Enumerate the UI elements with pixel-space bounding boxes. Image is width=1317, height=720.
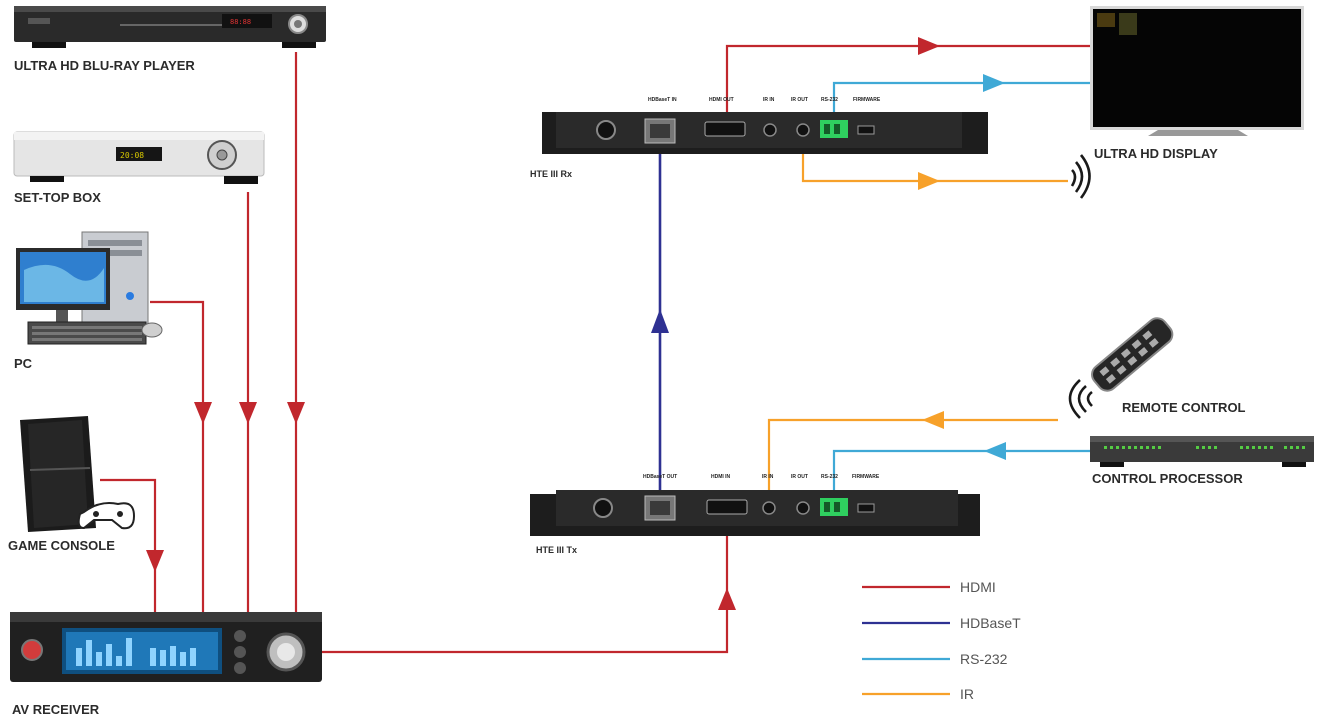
legend-label-ir: IR — [960, 686, 974, 702]
legend: HDMI HDBaseT RS-232 IR — [862, 579, 1021, 702]
bluray-player: 88:88 — [14, 6, 326, 48]
rx-port-hdbaset: HDBaseT IN — [648, 97, 677, 103]
label-processor: CONTROL PROCESSOR — [1092, 471, 1243, 486]
tx-port-labels: HDBaseT OUT HDMI IN IR IN IR OUT RS-232 … — [643, 474, 880, 480]
svg-text:88:88: 88:88 — [230, 18, 251, 26]
tx-port-hdmi: HDMI IN — [711, 474, 731, 480]
ir-line-tx-in — [767, 418, 1058, 510]
arrow-display-rs232 — [983, 74, 1005, 92]
rx-port-ir-in: IR IN — [763, 97, 775, 103]
arrow-console — [146, 550, 164, 572]
connections — [100, 44, 1090, 654]
arrow-pc — [194, 402, 212, 424]
arrowheads — [146, 37, 1006, 610]
legend-label-hdmi: HDMI — [960, 579, 996, 595]
label-tx: HTE III Tx — [536, 545, 577, 555]
label-pc: PC — [14, 356, 33, 371]
label-bluray: ULTRA HD BLU-RAY PLAYER — [14, 58, 195, 73]
arrow-ir-out — [918, 172, 940, 190]
control-processor — [1090, 436, 1314, 467]
set-top-box: 20:08 — [13, 131, 265, 184]
tx-port-ir-out: IR OUT — [791, 474, 808, 480]
game-console — [20, 416, 136, 532]
pc — [16, 231, 163, 345]
arrow-ir-in — [922, 411, 944, 429]
tx-port-firmware: FIRMWARE — [852, 474, 880, 480]
hte-rx — [542, 112, 988, 154]
rx-port-labels: HDBaseT IN HDMI OUT IR IN IR OUT RS-232 … — [648, 97, 881, 103]
legend-label-rs232: RS-232 — [960, 651, 1008, 667]
av-receiver — [10, 612, 322, 682]
hdmi-line-rx-display — [725, 44, 1090, 127]
tx-port-ir-in: IR IN — [762, 474, 774, 480]
arrow-display-hdmi — [918, 37, 940, 55]
label-display: ULTRA HD DISPLAY — [1094, 146, 1218, 161]
arrow-tx-rs232 — [984, 442, 1006, 460]
label-receiver: AV RECEIVER — [12, 702, 100, 717]
tx-port-hdbaset: HDBaseT OUT — [643, 474, 677, 480]
arrow-bluray — [287, 402, 305, 424]
hdmi-line-receiver-tx — [322, 513, 729, 654]
label-stb: SET-TOP BOX — [14, 190, 101, 205]
rx-port-ir-out: IR OUT — [791, 97, 808, 103]
tx-port-rs232: RS-232 — [821, 474, 838, 480]
label-rx: HTE III Rx — [530, 169, 572, 179]
ir-emitter-icon — [1070, 154, 1091, 199]
legend-label-hdbaset: HDBaseT — [960, 615, 1021, 631]
arrow-tx-hdmi — [718, 588, 736, 610]
rx-port-firmware: FIRMWARE — [853, 97, 881, 103]
rx-port-rs232: RS-232 — [821, 97, 838, 103]
label-console: GAME CONSOLE — [8, 538, 115, 553]
label-remote: REMOTE CONTROL — [1122, 400, 1246, 415]
rx-port-hdmi: HDMI OUT — [709, 97, 734, 103]
svg-text:20:08: 20:08 — [120, 151, 144, 160]
hdmi-line-pc — [150, 300, 205, 612]
hte-tx — [530, 490, 980, 536]
ultra-hd-display — [1090, 6, 1304, 136]
arrow-stb — [239, 402, 257, 424]
remote-control — [1068, 317, 1174, 419]
arrow-hdbaset — [651, 309, 669, 333]
